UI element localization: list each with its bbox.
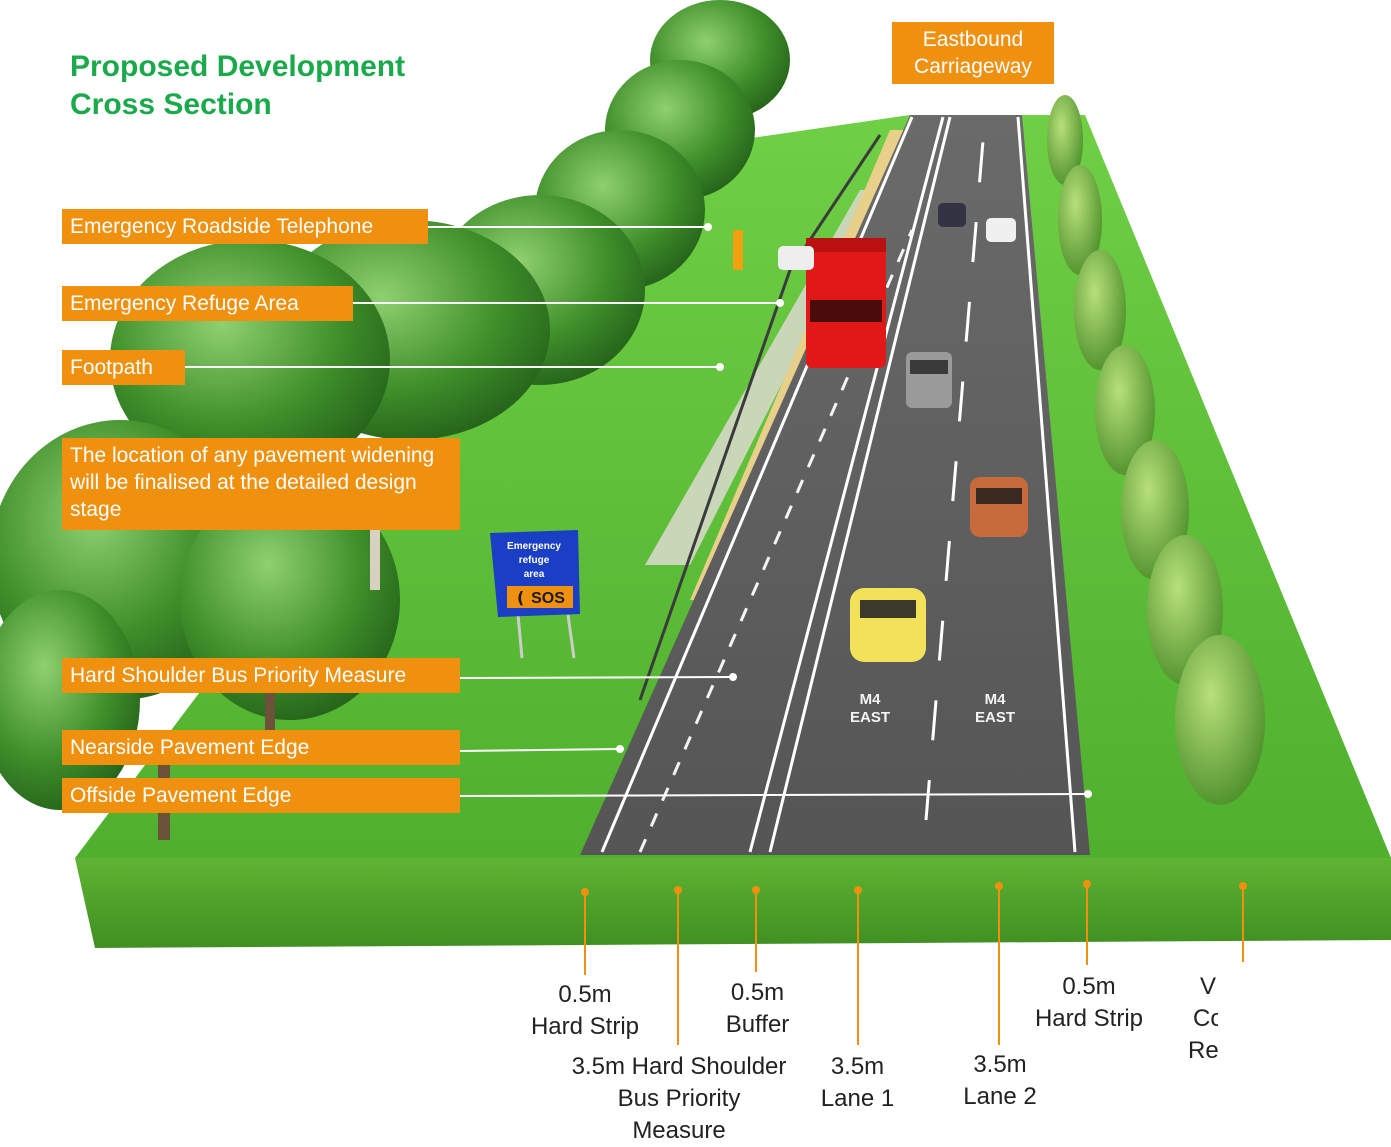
lane2-marking-bottom: EAST — [975, 709, 1015, 726]
dim-verge-line3: Re — [1188, 1037, 1218, 1064]
dim-hard-strip-right-name: Hard Strip — [1034, 1005, 1144, 1032]
road-markings-lines — [600, 116, 1077, 853]
dim-hard-strip-left-width: 0.5m — [558, 981, 612, 1008]
sign-text-line1: Emergency — [507, 541, 561, 552]
carriageway-label-line1: Eastbound — [922, 28, 1024, 51]
carriageway-label-line2: Carriageway — [914, 55, 1032, 78]
dim-hard-shoulder: 3.5m Hard Shoulder Bus Priority Measure — [548, 1051, 810, 1147]
callout-emergency-refuge-area: Emergency Refuge Area — [62, 286, 353, 321]
callout-footpath: Footpath — [62, 350, 185, 385]
callout-nearside-pavement-edge: Nearside Pavement Edge — [62, 730, 460, 765]
dimension-leader-lines — [581, 880, 1247, 1045]
safety-fence — [638, 134, 882, 701]
sign-text-line3: area — [524, 569, 545, 580]
grey-van — [906, 352, 952, 408]
dim-buffer: 0.5m Buffer — [700, 977, 815, 1041]
red-bus — [806, 238, 886, 368]
lane1-marking-bottom: EAST — [850, 709, 890, 726]
dim-buffer-name: Buffer — [725, 1011, 790, 1038]
callout-offside-pavement-edge: Offside Pavement Edge — [62, 778, 460, 813]
hedge-row-right — [1047, 95, 1265, 805]
orange-suv — [970, 477, 1028, 537]
dark-car — [938, 203, 966, 227]
dim-verge-line1: V — [1200, 973, 1217, 1000]
lane2-marking-top: M4 — [985, 691, 1006, 708]
dim-lane-1-name: Lane 1 — [820, 1085, 895, 1112]
dim-hard-shoulder-line3: Measure — [632, 1117, 726, 1144]
callout-pavement-widening-note: The location of any pavement widening wi… — [62, 438, 460, 530]
sign-sos: SOS — [531, 590, 565, 607]
dim-verge-partial: V Co Re — [1188, 971, 1218, 1067]
vehicles — [778, 203, 1028, 662]
carriageway-label: Eastbound Carriageway — [892, 22, 1054, 84]
dim-lane-1: 3.5m Lane 1 — [805, 1051, 910, 1115]
ground-front-face — [75, 858, 1391, 948]
lane1-marking-top: M4 — [860, 691, 881, 708]
dim-lane-2-name: Lane 2 — [963, 1083, 1037, 1110]
refuge-area-sign: Emergency refuge area SOS ( — [490, 530, 580, 659]
title-line-2: Cross Section — [70, 88, 272, 121]
dim-hard-strip-left-name: Hard Strip — [530, 1013, 640, 1040]
dim-hard-strip-right-width: 0.5m — [1062, 973, 1116, 1000]
dim-buffer-width: 0.5m — [730, 979, 785, 1006]
white-car-refuge — [778, 246, 814, 270]
dim-hard-shoulder-width: 3.5m Hard Shoulder — [571, 1053, 787, 1080]
yellow-car — [850, 588, 926, 662]
callout-hard-shoulder-bus-priority: Hard Shoulder Bus Priority Measure — [62, 658, 460, 693]
title-line-1: Proposed Development — [70, 50, 406, 83]
dim-verge-line2: Co — [1193, 1005, 1218, 1032]
white-car-lane2 — [986, 218, 1016, 242]
phone-icon: ( — [517, 588, 524, 607]
road-surface — [580, 115, 1090, 855]
callout-emergency-telephone: Emergency Roadside Telephone — [62, 209, 428, 244]
dim-lane-2-width: 3.5m — [973, 1051, 1027, 1078]
page-title: Proposed Development Cross Section — [70, 48, 405, 124]
emergency-telephone — [733, 230, 743, 270]
callout-leader-lines — [185, 223, 1092, 798]
sign-text-line2: refuge — [519, 555, 550, 566]
dim-hard-strip-right: 0.5m Hard Strip — [1019, 971, 1159, 1035]
dim-lane-1-width: 3.5m — [830, 1053, 885, 1080]
dim-lane-2: 3.5m Lane 2 — [945, 1049, 1055, 1113]
dim-hard-shoulder-line2: Bus Priority — [617, 1085, 741, 1112]
dim-hard-strip-left: 0.5m Hard Strip — [515, 979, 655, 1043]
